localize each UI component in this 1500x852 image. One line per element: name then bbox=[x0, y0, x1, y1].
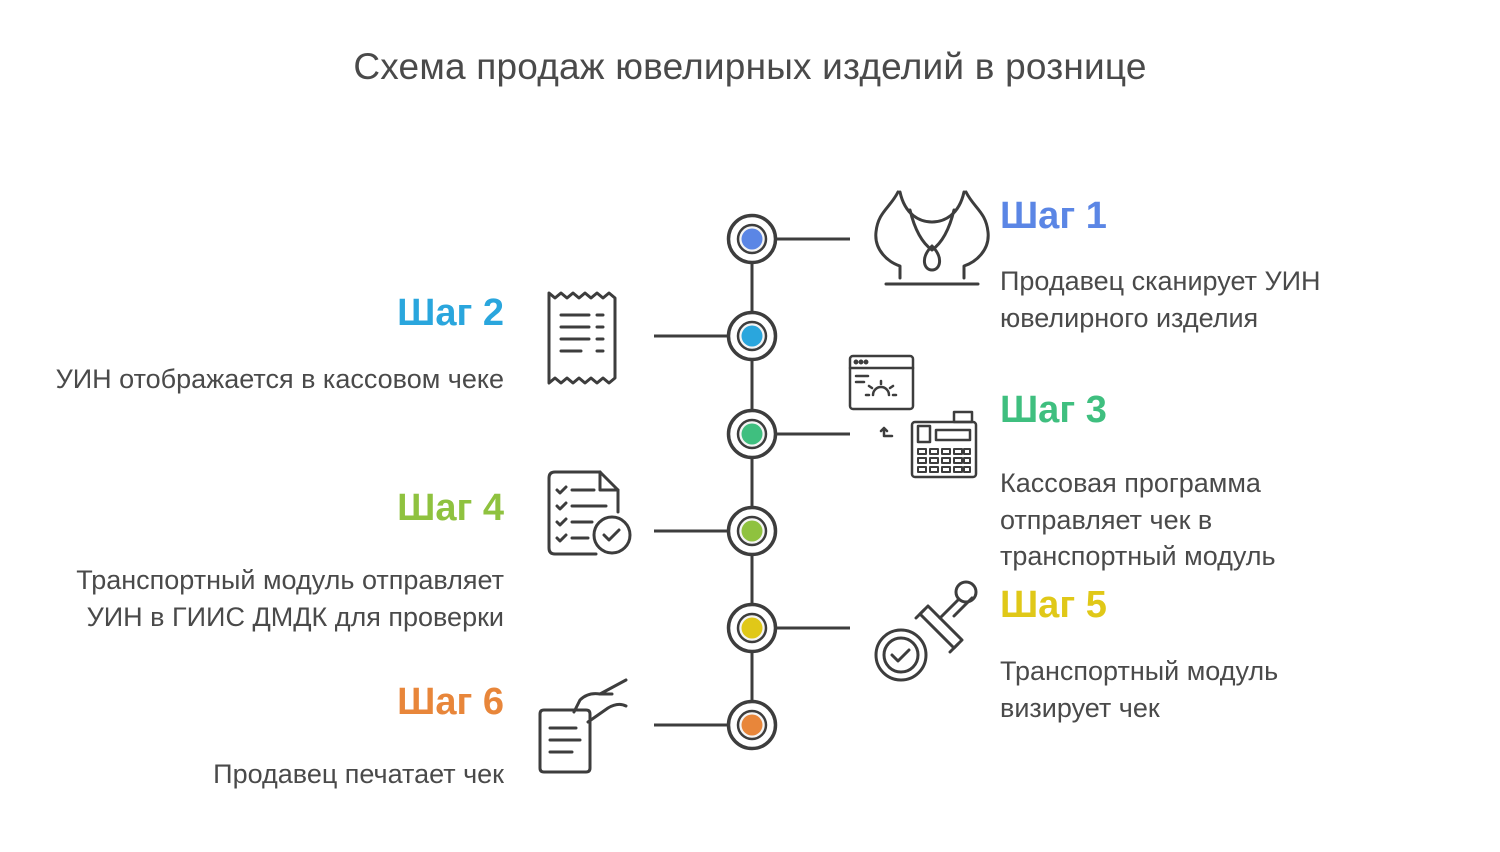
step-3-description: Кассовая программа отправляет чек в тран… bbox=[1000, 468, 1276, 571]
step-6-heading: Шаг 6 bbox=[397, 681, 504, 723]
step-4-heading: Шаг 4 bbox=[397, 487, 504, 529]
diagram-title: Схема продаж ювелирных изделий в рознице bbox=[353, 46, 1147, 87]
step-1-heading: Шаг 1 bbox=[1000, 195, 1107, 237]
necklace-bust-icon bbox=[874, 190, 990, 286]
step-2-heading: Шаг 2 bbox=[397, 292, 504, 334]
step-5-description: Транспортный модуль визирует чек bbox=[1000, 656, 1279, 723]
node-step-3 bbox=[726, 408, 778, 460]
node-step-5 bbox=[726, 602, 778, 654]
step-3-heading: Шаг 3 bbox=[1000, 389, 1107, 431]
step-5-heading: Шаг 5 bbox=[1000, 584, 1107, 626]
node-step-1 bbox=[726, 213, 778, 265]
cash-register-software-icon bbox=[848, 354, 978, 479]
step-1-description: Продавец сканирует УИН ювелирного издели… bbox=[1000, 266, 1321, 333]
node-step-2 bbox=[726, 310, 778, 362]
receipt-icon bbox=[547, 291, 617, 385]
stamp-approval-icon bbox=[874, 580, 978, 682]
step-6-description: Продавец печатает чек bbox=[213, 759, 504, 789]
step-4-description: Транспортный модуль отправляет УИН в ГИИ… bbox=[76, 565, 504, 632]
step-2-description: УИН отображается в кассовом чеке bbox=[55, 364, 504, 394]
hand-document-icon bbox=[538, 678, 628, 774]
checklist-document-icon bbox=[547, 470, 632, 556]
node-step-4 bbox=[726, 505, 778, 557]
node-step-6 bbox=[726, 699, 778, 751]
